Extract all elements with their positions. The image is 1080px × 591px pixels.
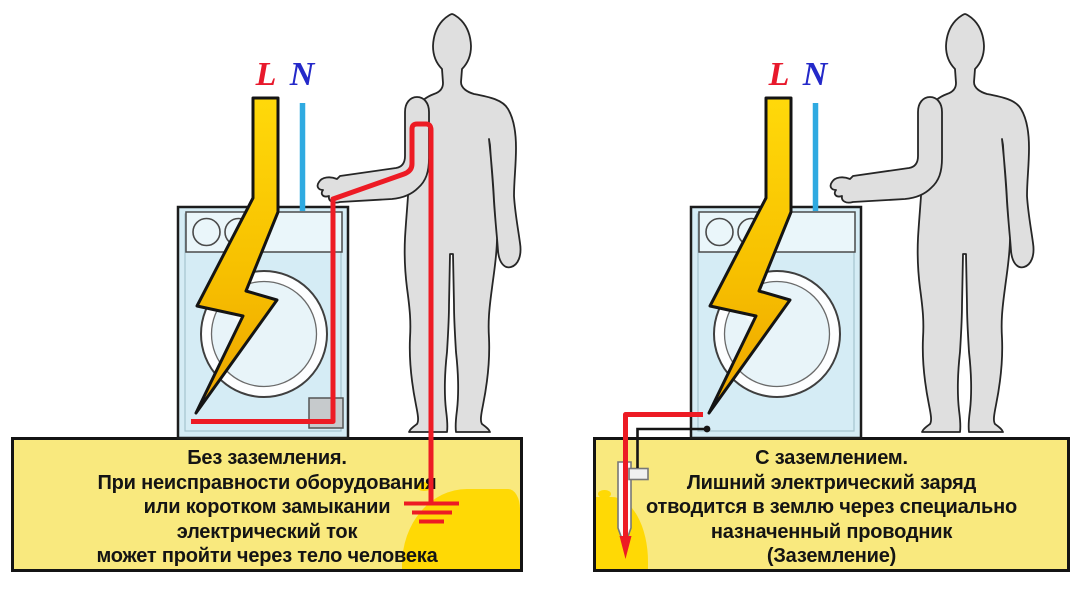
- caption-line: Без заземления.: [187, 447, 347, 469]
- lightning-bolt-icon: [707, 96, 793, 415]
- wire-terminal-dot: [703, 425, 711, 433]
- washing-machine: [176, 205, 350, 440]
- neutral-label-right: N: [802, 56, 828, 93]
- caption-line: или коротком замыкании: [143, 496, 391, 518]
- neutral-label-left: N: [289, 56, 315, 93]
- filter-door: [308, 397, 344, 429]
- person-silhouette: [829, 13, 1035, 433]
- caption-line: Лишний электрический заряд: [686, 471, 977, 494]
- caption-line: отводится в землю через специально: [645, 496, 1017, 518]
- caption-box-with-grounding: С заземлением. Лишний электрический заря…: [593, 437, 1070, 572]
- caption-text-with-grounding: С заземлением. Лишний электрический заря…: [596, 440, 1067, 569]
- caption-box-no-grounding: Без заземления. При неисправности оборуд…: [11, 437, 523, 572]
- caption-text-no-grounding: Без заземления. При неисправности оборуд…: [14, 440, 520, 569]
- live-label-right: L: [768, 56, 790, 93]
- lightning-bolt-icon: [194, 96, 280, 415]
- person-silhouette: [316, 13, 522, 433]
- scene-with-grounding: [689, 13, 1035, 440]
- caption-line: может пройти через тело человека: [96, 545, 438, 567]
- caption-line: (Заземление): [766, 545, 897, 567]
- caption-line: При неисправности оборудования: [97, 471, 437, 494]
- washing-machine: [689, 205, 863, 440]
- caption-line: назначенный проводник: [710, 520, 953, 543]
- earth-patch-right-dot: [598, 490, 611, 498]
- caption-line: электрический ток: [176, 520, 358, 543]
- caption-line: С заземлением.: [755, 447, 908, 469]
- live-label-left: L: [255, 56, 277, 93]
